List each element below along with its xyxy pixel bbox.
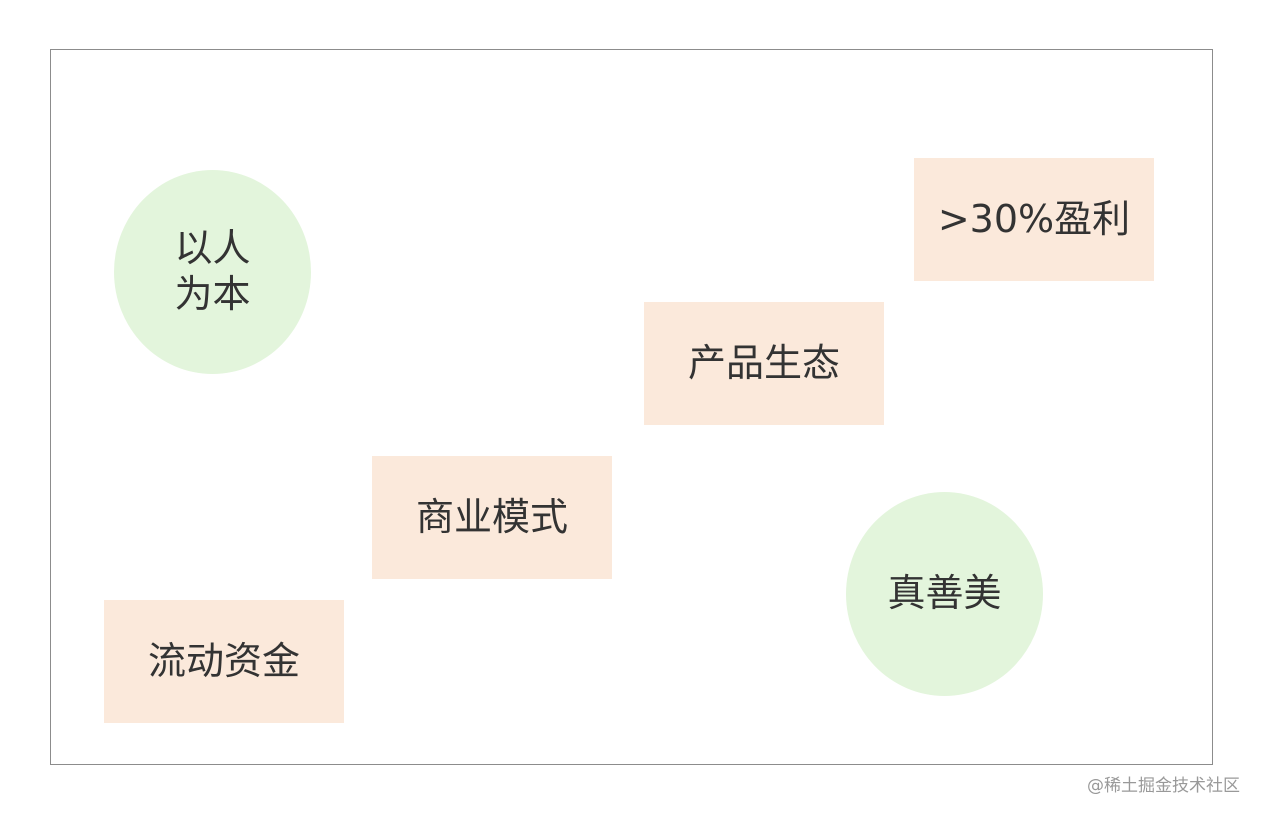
node-business-model: 商业模式 (372, 456, 612, 579)
node-profit-label: >30%盈利 (937, 196, 1131, 241)
node-product-ecosystem: 产品生态 (644, 302, 884, 425)
node-cash-flow-label: 流动资金 (147, 638, 300, 683)
node-profit: >30%盈利 (914, 158, 1154, 281)
node-product-ecosystem-label: 产品生态 (687, 340, 840, 385)
node-people-first: 以人 为本 (114, 170, 311, 374)
node-virtue: 真善美 (846, 492, 1043, 696)
node-cash-flow: 流动资金 (104, 600, 344, 723)
node-business-model-label: 商业模式 (415, 494, 568, 539)
node-people-first-line2: 为本 (174, 272, 251, 316)
node-virtue-label: 真善美 (887, 571, 1002, 616)
node-people-first-line1: 以人 (174, 226, 251, 271)
watermark: @稀土掘金技术社区 (1087, 776, 1240, 796)
